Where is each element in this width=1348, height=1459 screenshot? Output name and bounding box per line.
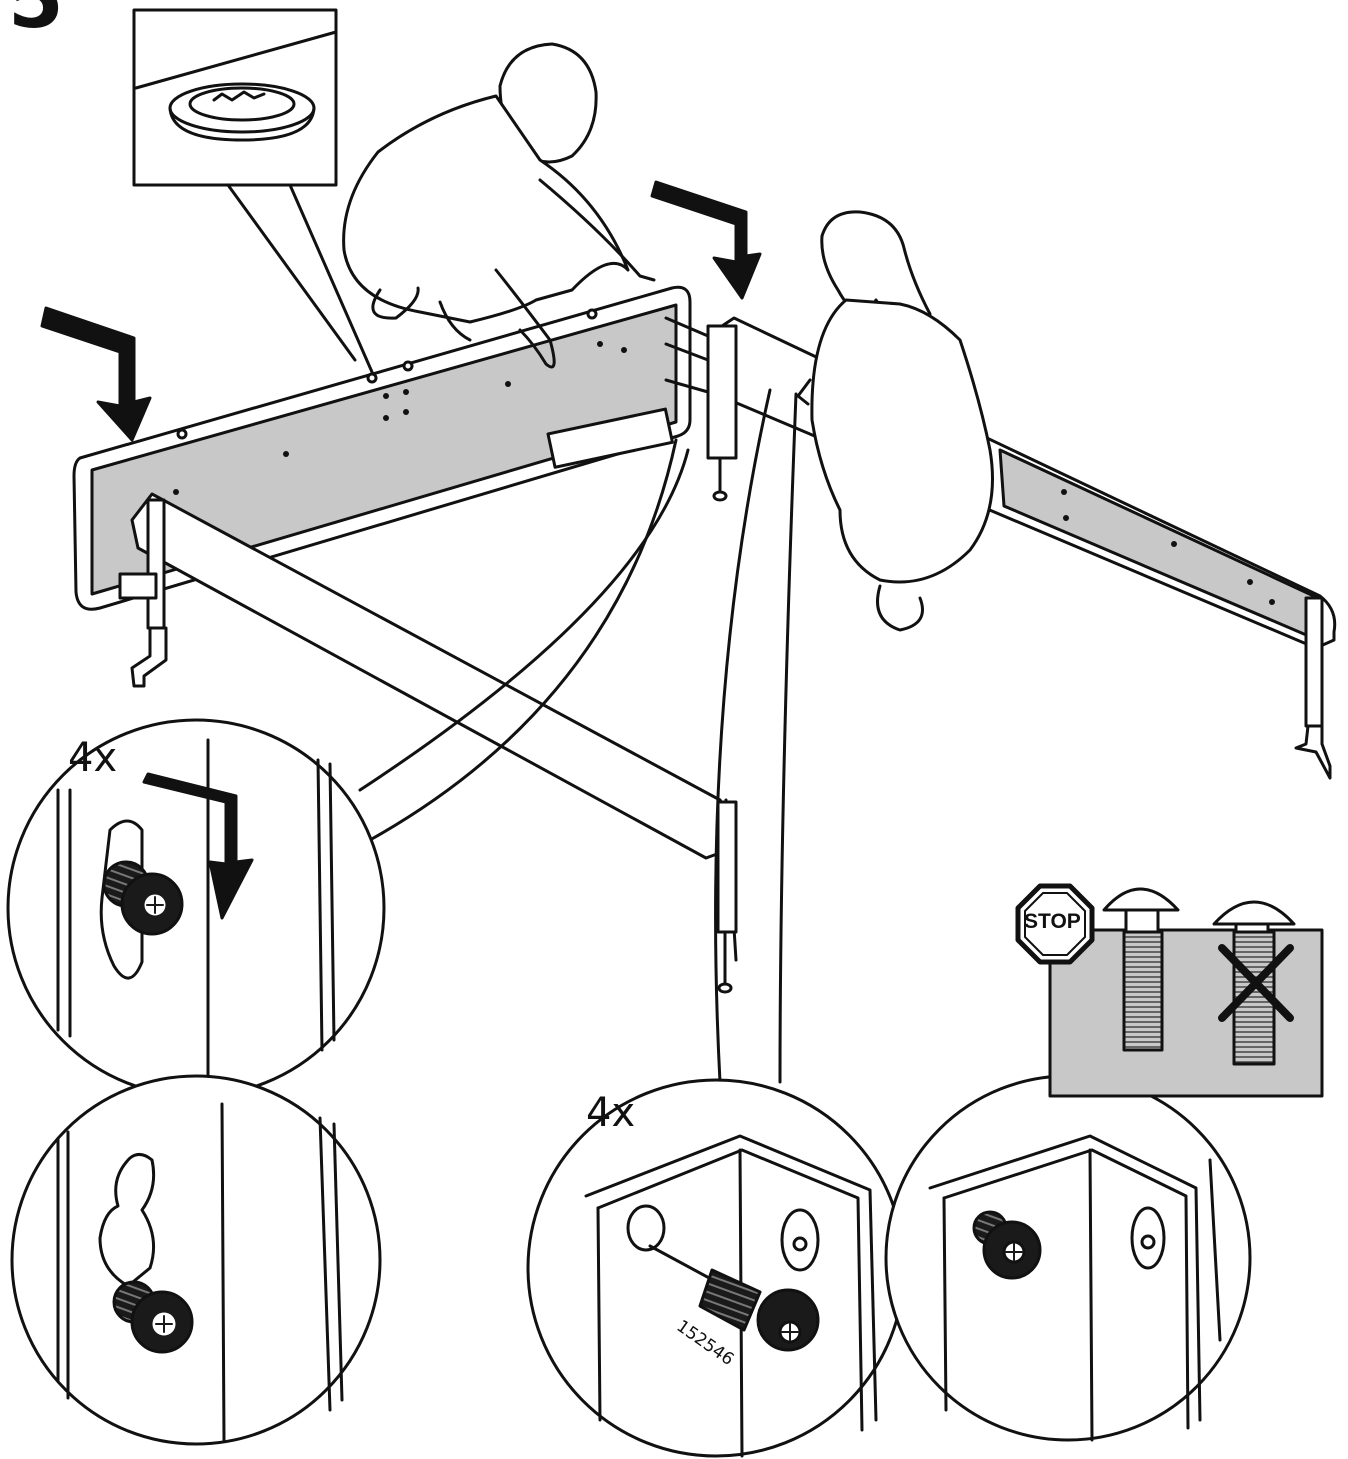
arrow-down-icon — [40, 306, 152, 442]
screw-icon — [698, 1268, 820, 1352]
arrow-down-icon — [650, 180, 762, 300]
callout-keyhole-insert — [6, 718, 386, 1098]
cross-icon — [1218, 944, 1294, 1022]
headboard-leg-front — [118, 498, 168, 688]
stop-label: STOP — [1024, 910, 1081, 933]
callout-bracket-screw-fixed — [884, 1074, 1252, 1442]
corner-bracket — [664, 316, 738, 502]
screw-depth-warning — [1015, 883, 1324, 1098]
bolt-icon — [112, 1280, 194, 1354]
quantity-label: 4x — [586, 1090, 636, 1136]
headboard-panel — [72, 285, 692, 611]
keyhole-slot-icon — [98, 1153, 156, 1288]
person-woman — [796, 210, 994, 632]
person-man — [342, 42, 656, 369]
arrow-down-icon — [142, 772, 254, 920]
quantity-label: 4x — [68, 735, 118, 781]
callout-keyhole-locked — [10, 1074, 382, 1446]
bolt-icon — [102, 860, 184, 936]
stop-sign-icon — [1015, 883, 1095, 965]
incorrect-screw — [1212, 900, 1296, 1066]
step-number: 5 — [8, 0, 64, 40]
callout-bracket-screw-insert — [526, 1078, 906, 1458]
side-rail-left — [130, 492, 738, 994]
screw-icon — [972, 1210, 1042, 1280]
correct-screw — [1102, 887, 1180, 1052]
inset-plug-detail — [132, 8, 374, 374]
